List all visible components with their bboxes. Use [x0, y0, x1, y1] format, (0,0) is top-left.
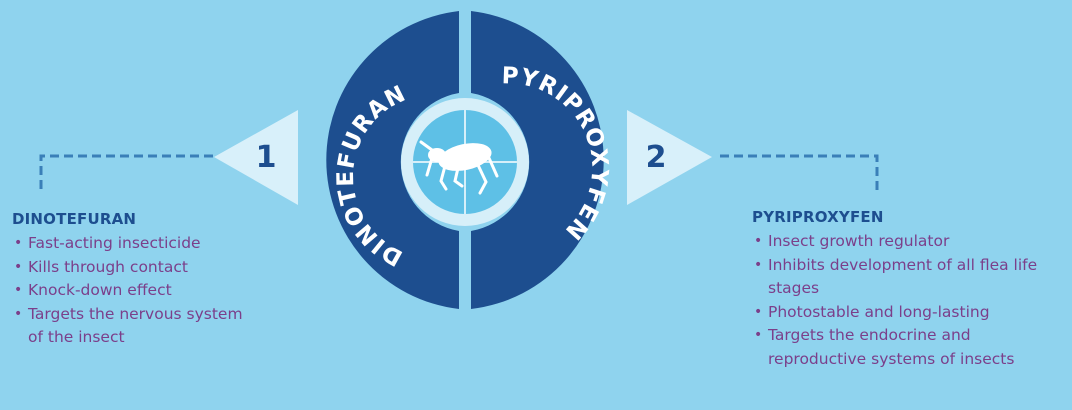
bullet-icon: •	[754, 327, 763, 343]
ring-left-half	[326, 11, 459, 309]
left-number: 1	[256, 140, 277, 175]
list-item: •Targets the nervous system of the insec…	[14, 304, 243, 347]
list-item: •Knock-down effect	[12, 279, 312, 303]
bullet-icon: •	[754, 233, 763, 249]
pyriproxyfen-panel: PYRIPROXYFEN •Insect growth regulator •I…	[752, 208, 1070, 371]
list-item: •Inhibits development of all flea life s…	[754, 255, 1038, 298]
dinotefuran-heading: DINOTEFURAN	[12, 210, 137, 228]
right-number: 2	[646, 140, 667, 175]
left-connector	[39, 154, 213, 192]
ring-right-half	[471, 11, 604, 309]
bullet-icon: •	[14, 282, 23, 298]
bullet-icon: •	[754, 303, 763, 320]
left-arrow-marker: 1	[214, 110, 298, 205]
dinotefuran-list: •Fast-acting insecticide •Kills through …	[12, 232, 312, 350]
bullet-icon: •	[14, 258, 23, 275]
list-item: •Kills through contact	[12, 256, 312, 280]
bullet-icon: •	[754, 256, 763, 273]
right-arrow-marker: 2	[627, 110, 712, 205]
list-item: •Targets the endocrine and reproductive …	[754, 326, 1015, 368]
pyriproxyfen-heading: PYRIPROXYFEN	[752, 208, 884, 226]
list-item: •Photostable and long-lasting	[752, 301, 1070, 325]
list-item: •Insect growth regulator	[752, 230, 1070, 254]
bullet-icon: •	[14, 305, 23, 322]
bullet-icon: •	[14, 235, 23, 251]
pyriproxyfen-list: •Insect growth regulator •Inhibits devel…	[752, 230, 1070, 371]
flea-icon	[419, 140, 499, 195]
dinotefuran-panel: DINOTEFURAN •Fast-acting insecticide •Ki…	[12, 210, 312, 350]
list-item: •Fast-acting insecticide	[12, 232, 312, 256]
right-connector	[720, 154, 879, 192]
